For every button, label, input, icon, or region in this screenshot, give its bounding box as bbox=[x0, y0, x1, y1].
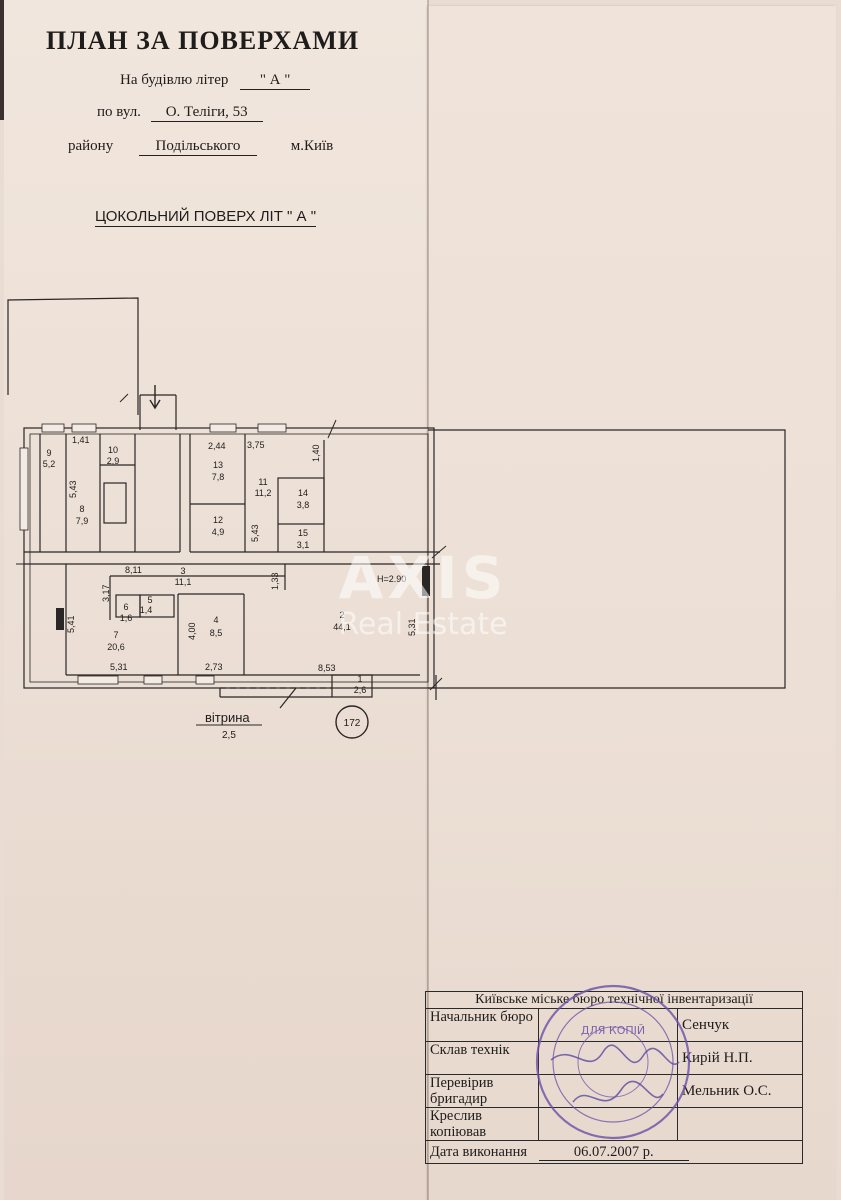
dim-label: 5,43 bbox=[68, 480, 78, 498]
room-10-area: 2,9 bbox=[107, 456, 120, 466]
dim-label: 2,44 bbox=[208, 441, 226, 451]
role-cell: Начальник бюро bbox=[425, 1008, 539, 1042]
floor-plan-drawing: 1 2,6 2 44,1 3 11,1 4 8,5 5 1,4 6 1,6 7 … bbox=[7, 297, 786, 741]
name-cell: Сенчук bbox=[677, 1008, 803, 1042]
seal-center-text: ДЛЯ КОПІЙ bbox=[581, 1024, 645, 1037]
room-14-area: 3,8 bbox=[297, 500, 310, 510]
room-13-area: 7,8 bbox=[212, 472, 225, 482]
vitryna-value: 2,5 bbox=[222, 730, 236, 741]
dim-label: 5,41 bbox=[66, 615, 76, 633]
signature-cell bbox=[538, 1107, 678, 1141]
room-15-area: 3,1 bbox=[297, 540, 310, 550]
room-9-number: 9 bbox=[46, 448, 51, 458]
date-label: Дата виконання bbox=[430, 1143, 528, 1160]
district-prefix: району bbox=[68, 138, 114, 154]
room-8-number: 8 bbox=[79, 504, 84, 514]
room-11-number: 11 bbox=[258, 477, 267, 487]
room-3-number: 3 bbox=[180, 566, 185, 576]
room-7-number: 7 bbox=[113, 630, 118, 640]
plan-ticks bbox=[16, 393, 447, 691]
dim-label: 3,17 bbox=[101, 584, 111, 602]
stamp-table: Київське міське бюро технічної інвентари… bbox=[425, 991, 803, 1164]
building-letter: " А " bbox=[240, 72, 311, 90]
role-cell: Креслив копіював bbox=[425, 1107, 539, 1141]
dim-label: 1,40 bbox=[311, 444, 321, 462]
name-cell: Мельник О.С. bbox=[677, 1074, 803, 1108]
room-5-number: 5 bbox=[147, 595, 152, 605]
room-12-area: 4,9 bbox=[212, 527, 225, 537]
watermark-sub: Real Estate bbox=[338, 607, 508, 642]
signature-cell bbox=[538, 1074, 678, 1108]
dim-label: 5,31 bbox=[407, 618, 417, 636]
signature-scribble bbox=[550, 1044, 680, 1065]
street-prefix: по вул. bbox=[97, 104, 141, 120]
room-15-number: 15 bbox=[298, 528, 308, 538]
room-6-area: 1,6 bbox=[120, 613, 133, 623]
building-line: На будівлю літер " А " bbox=[120, 72, 311, 90]
room-1-number: 1 bbox=[357, 674, 362, 684]
vitryna-label: вітрина bbox=[205, 710, 250, 725]
dim-label: 8,11 bbox=[125, 565, 142, 575]
room-5-area: 1,4 bbox=[140, 605, 153, 615]
dim-label: 5,31 bbox=[110, 662, 128, 672]
room-9-area: 5,2 bbox=[43, 459, 56, 469]
room-labels: 1 2,6 2 44,1 3 11,1 4 8,5 5 1,4 6 1,6 7 … bbox=[43, 445, 367, 695]
district-value: Подільського bbox=[138, 138, 257, 156]
dimension-labels: 1,41 5,43 2,44 3,75 1,40 5,43 8,11 3,17 … bbox=[66, 435, 417, 673]
document-title: ПЛАН ЗА ПОВЕРХАМИ bbox=[46, 26, 360, 55]
role-cell: Перевірив бригадир bbox=[425, 1074, 539, 1108]
district-line: району Подільського м.Київ bbox=[68, 138, 333, 156]
street-line: по вул. О. Теліги, 53 bbox=[97, 104, 263, 122]
plan-walls bbox=[7, 297, 786, 709]
room-3-area: 11,1 bbox=[175, 577, 192, 587]
room-4-number: 4 bbox=[213, 615, 218, 625]
watermark-main: AXIS bbox=[338, 544, 508, 612]
room-14-number: 14 bbox=[298, 488, 308, 498]
room-2-area: 44,1 bbox=[333, 622, 351, 632]
date-value: 06.07.2007 р. bbox=[538, 1144, 689, 1161]
signature-scribble bbox=[572, 1080, 664, 1103]
room-2-number: 2 bbox=[339, 610, 344, 620]
room-10-number: 10 bbox=[108, 445, 118, 455]
room-12-number: 12 bbox=[213, 515, 223, 525]
room-7-area: 20,6 bbox=[107, 642, 125, 652]
photo-edge-shadow bbox=[0, 0, 6, 120]
watermark: AXIS Real Estate bbox=[318, 548, 528, 642]
table-row: Креслив копіював bbox=[425, 1107, 803, 1141]
dim-label: 4,00 bbox=[187, 622, 197, 640]
name-cell: Кирій Н.П. bbox=[677, 1041, 803, 1075]
circle-marker bbox=[335, 705, 369, 739]
circle-number: 172 bbox=[344, 718, 361, 729]
street-value: О. Теліги, 53 bbox=[150, 104, 263, 122]
room-11-area: 11,2 bbox=[255, 488, 272, 498]
room-1-area: 2,6 bbox=[354, 685, 367, 695]
dim-label: 1,33 bbox=[270, 572, 280, 590]
building-prefix: На будівлю літер bbox=[120, 72, 229, 88]
name-cell bbox=[677, 1107, 803, 1141]
city-value: м.Київ bbox=[290, 138, 334, 154]
floor-title: ЦОКОЛЬНИЙ ПОВЕРХ ЛІТ " А " bbox=[95, 208, 317, 227]
room-13-number: 13 bbox=[213, 460, 223, 470]
room-8-area: 7,9 bbox=[76, 516, 89, 526]
room-4-area: 8,5 bbox=[210, 628, 223, 638]
dim-label: 3,75 bbox=[247, 440, 265, 450]
dim-label: 2,73 bbox=[205, 662, 223, 672]
official-seal: ДЛЯ КОПІЙ bbox=[535, 984, 691, 1140]
ceiling-height-label: H=2.90 bbox=[377, 574, 406, 584]
plan-windows bbox=[19, 423, 287, 685]
room-6-number: 6 bbox=[123, 602, 128, 612]
plan-hatching bbox=[56, 566, 430, 630]
date-row: Дата виконання 06.07.2007 р. bbox=[425, 1140, 803, 1164]
paper-sheet-left bbox=[4, 0, 428, 1200]
dim-label: 1,41 bbox=[72, 435, 90, 445]
dim-label: 8,53 bbox=[318, 663, 336, 673]
table-row: Начальник бюро Сенчук bbox=[425, 1008, 803, 1042]
dim-label: 5,43 bbox=[250, 524, 260, 542]
role-cell: Склав технік bbox=[425, 1041, 539, 1075]
